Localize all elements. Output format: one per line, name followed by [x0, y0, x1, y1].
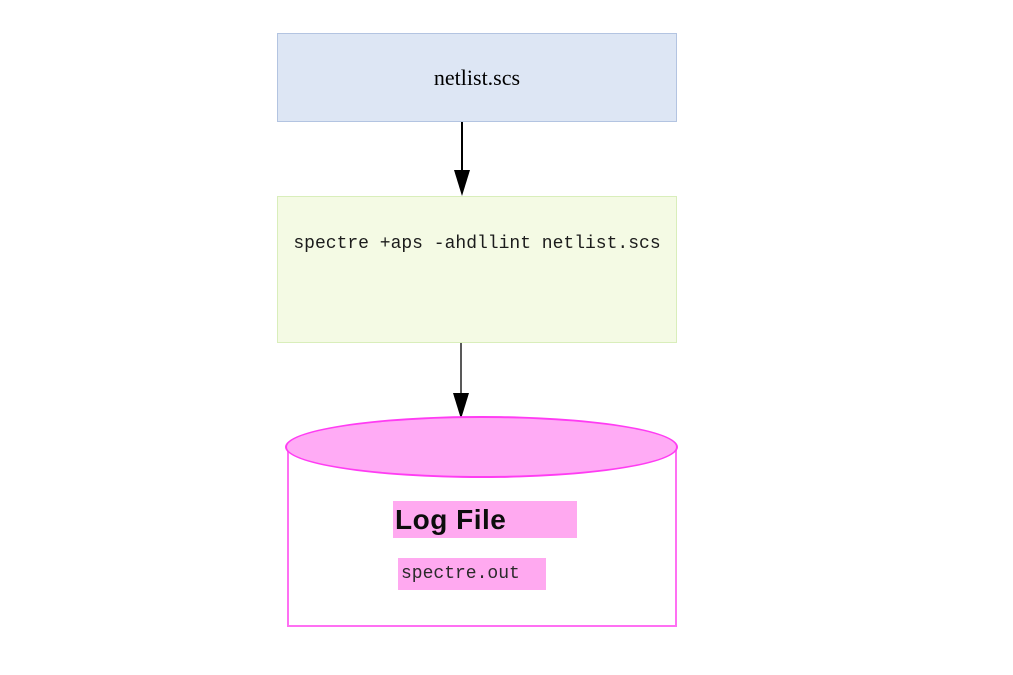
log-file-title: Log File [395, 503, 507, 535]
spectre-command-label: spectre +aps -ahdllint netlist.scs [293, 234, 661, 254]
arrow-command-to-log-head [453, 393, 469, 419]
netlist-source-box: netlist.scs [277, 33, 677, 122]
spectre-command-box: spectre +aps -ahdllint netlist.scs [277, 196, 677, 343]
spectre-out-label: spectre.out [401, 564, 520, 584]
arrow-command-to-log-line [460, 343, 462, 395]
log-file-title-highlight: Log File [393, 501, 577, 538]
log-file-cylinder-top-ellipse [285, 416, 678, 478]
arrow-netlist-to-command-line [461, 122, 463, 172]
netlist-source-label: netlist.scs [433, 64, 521, 90]
spectre-out-highlight: spectre.out [398, 558, 546, 590]
arrow-netlist-to-command-head [454, 170, 470, 196]
